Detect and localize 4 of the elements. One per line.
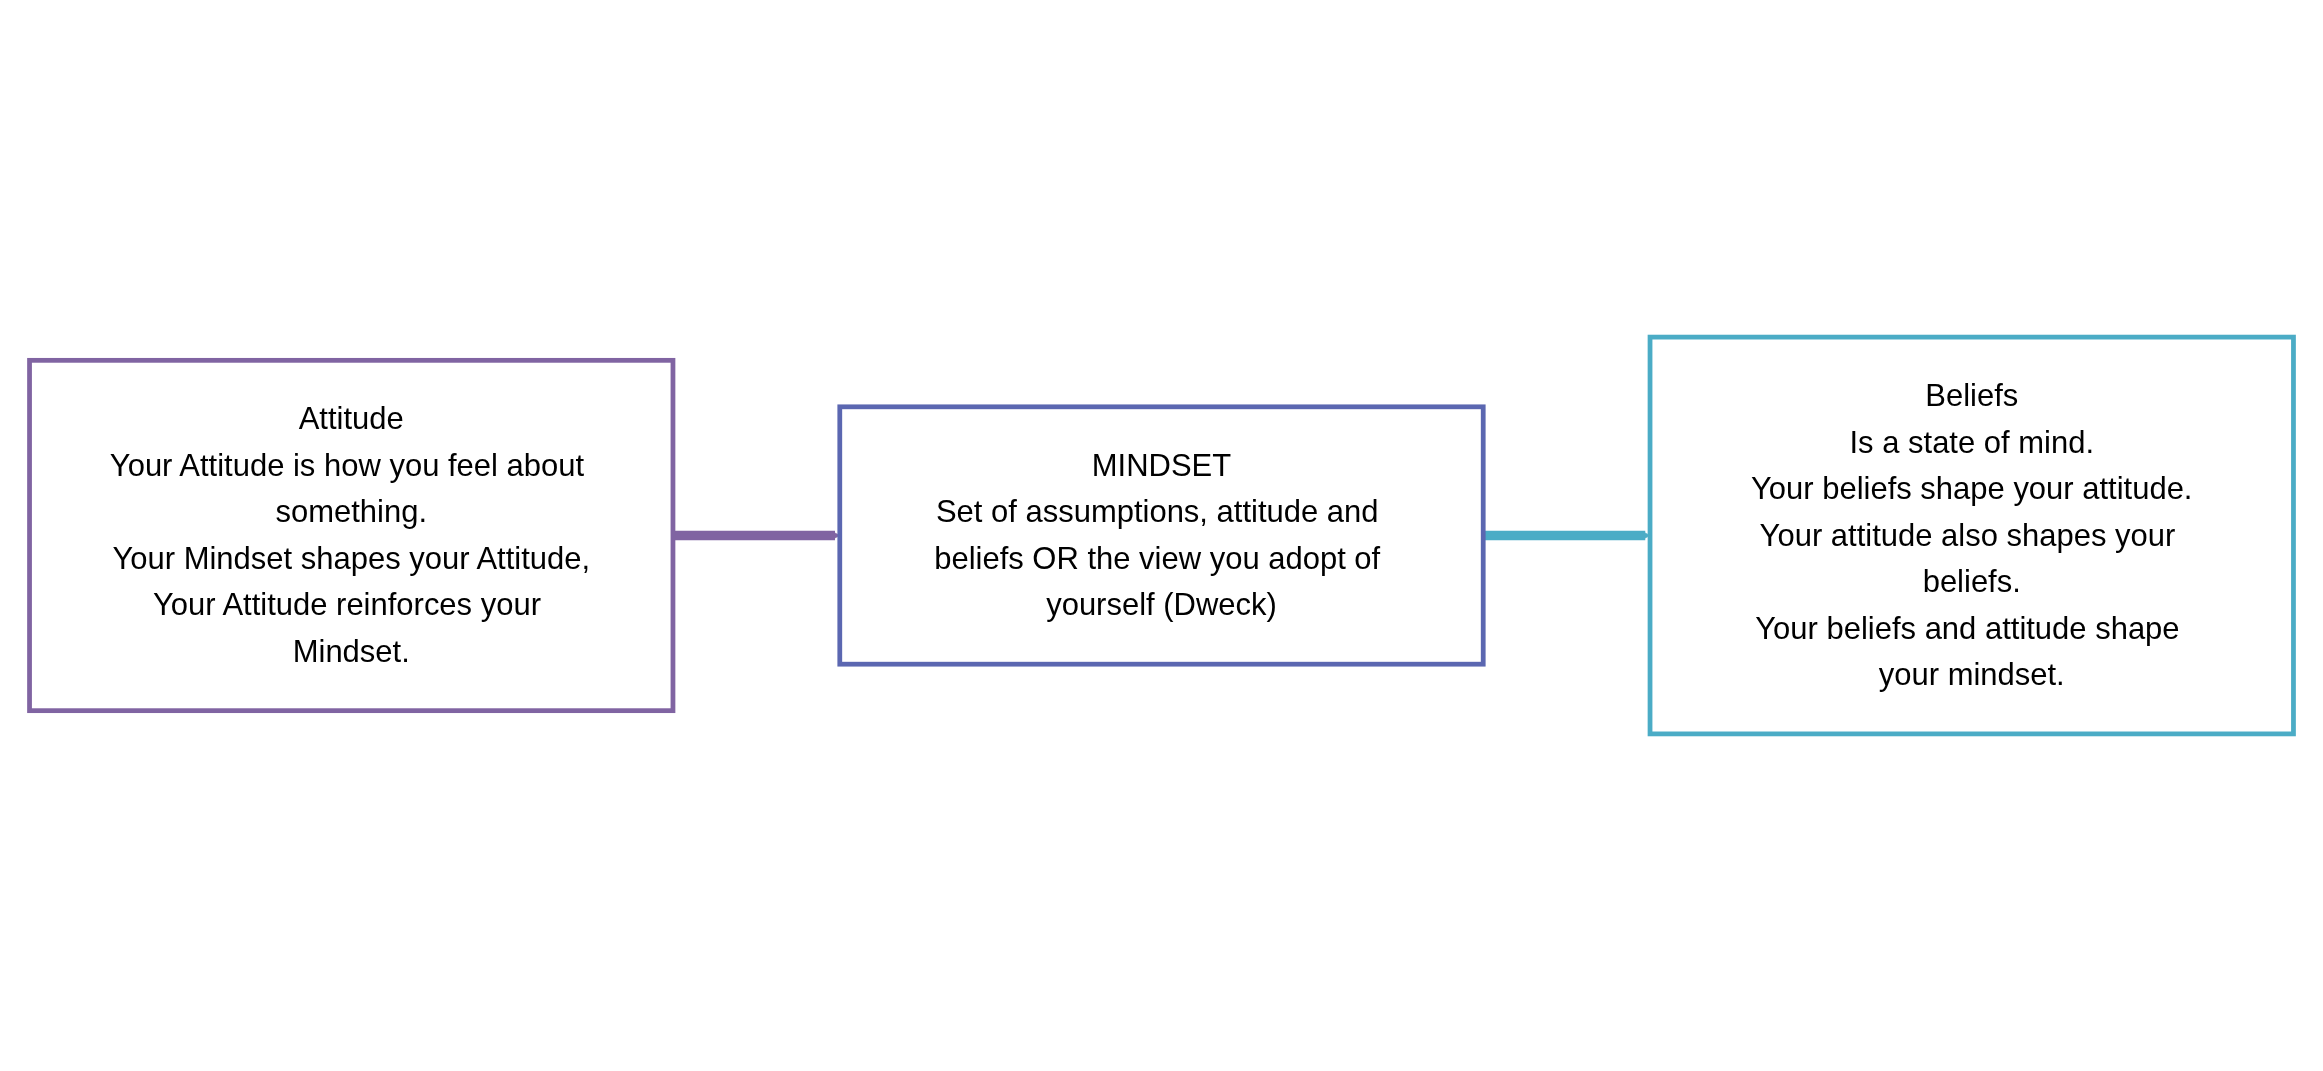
node-box bbox=[1647, 334, 2296, 737]
flowchart: Attitude Your Attitude is how you feel about something. Your Mindset shapes your Attitude, Your Attitude reinforces your Mindset. MINDSET Set of assumptions, attitude and beliefs OR the view you adopt of yourself (Dweck) Beliefs Is a state of mind. Your beliefs shape your attitude. Your attitude also shapes your beliefs. Your beliefs and attitude shape your mindset. bbox=[20, 20, 2303, 1051]
node-box bbox=[27, 357, 676, 714]
node-box bbox=[837, 404, 1486, 667]
